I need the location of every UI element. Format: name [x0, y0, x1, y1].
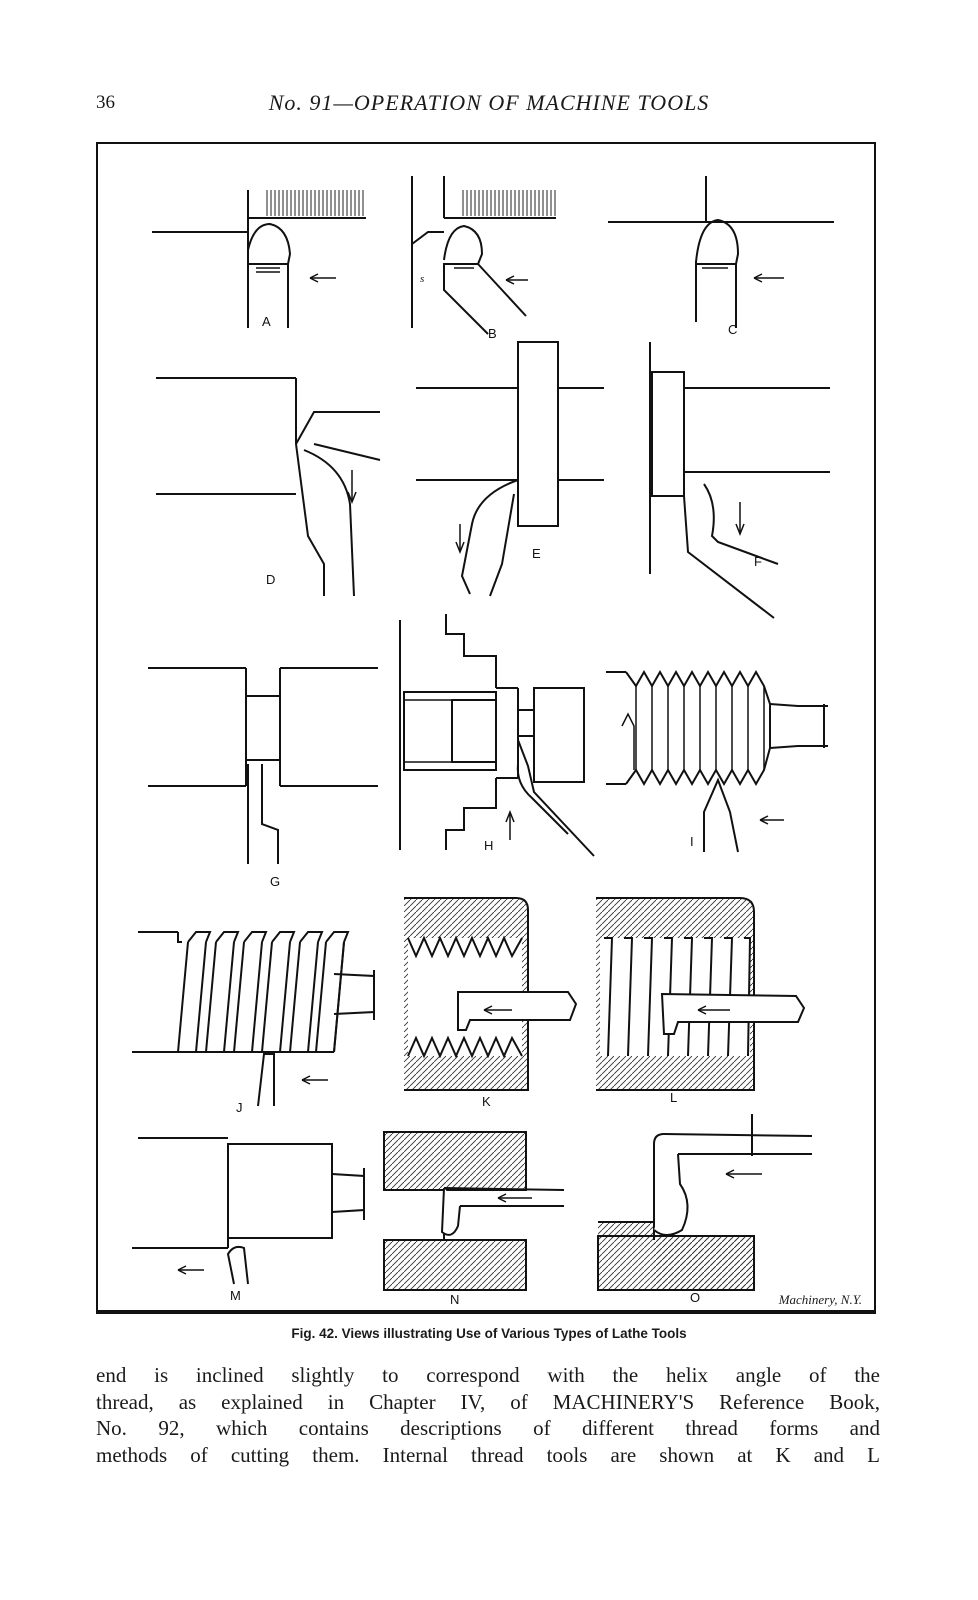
- view-b: [411, 176, 556, 335]
- body-line: thread, as explained in Chapter IV, of M…: [96, 1389, 880, 1414]
- view-l: [596, 897, 806, 1091]
- view-j: [132, 931, 375, 1107]
- view-m: [132, 1137, 365, 1285]
- view-a: [152, 190, 366, 328]
- view-k: [404, 897, 578, 1091]
- label-m: M: [230, 1288, 241, 1303]
- view-f: [649, 342, 830, 619]
- lathe-tools-drawing: A B C D E F G H I J K L M N O s: [132, 176, 834, 1307]
- label-j: J: [236, 1100, 243, 1115]
- view-g: [148, 667, 378, 864]
- label-s: s: [420, 273, 424, 285]
- label-d: D: [266, 572, 275, 587]
- view-d: [156, 377, 381, 597]
- label-o: O: [690, 1290, 700, 1305]
- label-e: E: [532, 546, 541, 561]
- figure-caption: Fig. 42. Views illustrating Use of Vario…: [291, 1326, 687, 1341]
- view-n: [383, 1131, 565, 1291]
- body-line: No. 92, which contains descriptions of d…: [96, 1416, 880, 1440]
- label-l: L: [670, 1090, 677, 1105]
- label-a: A: [262, 314, 271, 329]
- body-line: end is inclined slightly to correspond w…: [96, 1363, 880, 1387]
- label-i: I: [690, 834, 694, 849]
- view-labels: A B C D E F G H I J K L M N O s: [230, 273, 762, 1307]
- page-number: 36: [96, 92, 115, 113]
- view-c: [608, 176, 834, 328]
- label-c: C: [728, 322, 737, 337]
- label-k: K: [482, 1094, 491, 1109]
- label-n: N: [450, 1292, 459, 1307]
- body-paragraph: end is inclined slightly to correspond w…: [96, 1362, 880, 1468]
- body-line: methods of cutting them. Internal thread…: [96, 1442, 880, 1467]
- label-f: F: [754, 554, 762, 569]
- view-e: [416, 341, 604, 597]
- label-g: G: [270, 874, 280, 889]
- figure-credit: Machinery, N.Y.: [778, 1292, 862, 1307]
- view-h: [399, 614, 595, 857]
- label-b: B: [488, 326, 497, 341]
- label-h: H: [484, 838, 493, 853]
- view-i: [606, 669, 828, 853]
- running-title: No. 91—OPERATION OF MACHINE TOOLS: [268, 90, 710, 115]
- figure-lathe-tools: A B C D E F G H I J K L M N O s Machiner…: [96, 142, 876, 1314]
- view-o: [597, 1114, 813, 1291]
- page-header: 36 No. 91—OPERATION OF MACHINE TOOLS: [0, 88, 978, 118]
